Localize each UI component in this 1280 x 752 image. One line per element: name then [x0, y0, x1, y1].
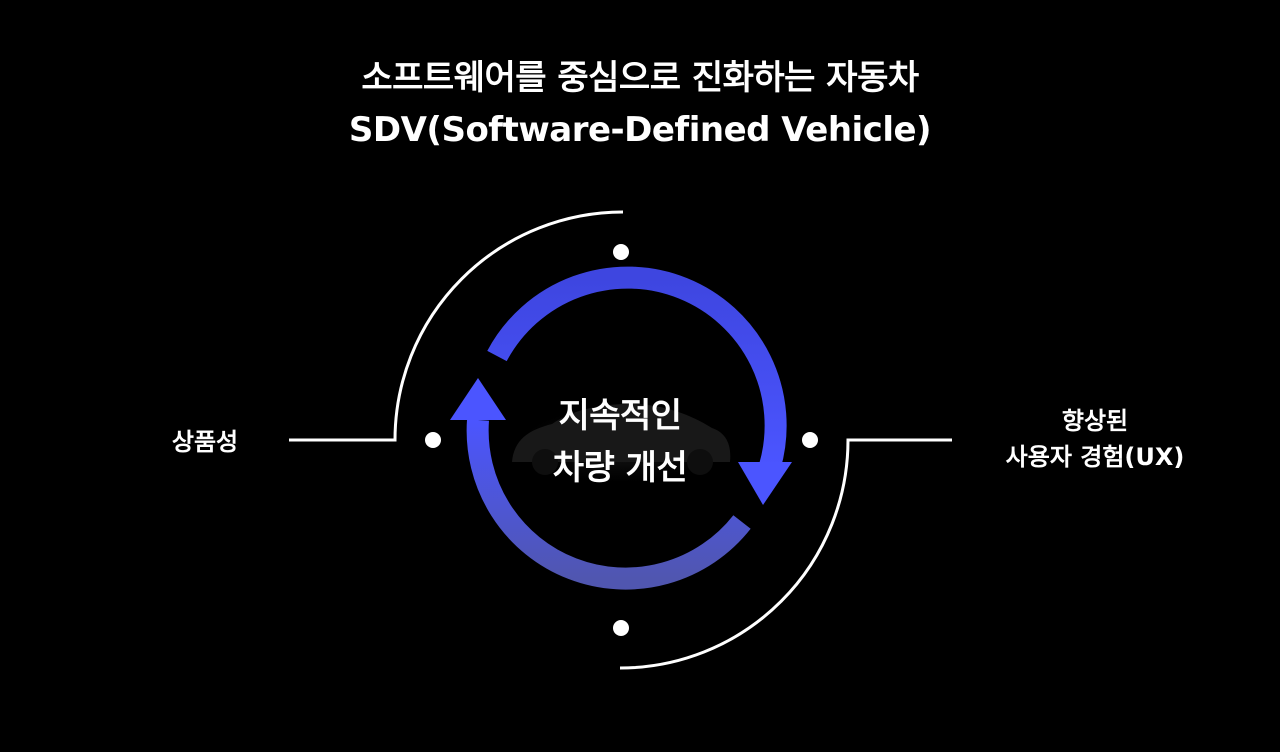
title-line-2: SDV(Software-Defined Vehicle) [348, 110, 932, 150]
outer-arc-right [619, 438, 952, 670]
diagram-title: 소프트웨어를 중심으로 진화하는 자동차 SDV(Software-Define… [0, 52, 1280, 156]
node-dot-bottom [613, 620, 629, 636]
center-label: 지속적인 차량 개선 [500, 390, 740, 494]
node-dot-left [425, 432, 441, 448]
outer-arc-left [289, 210, 624, 442]
car-silhouette-icon [500, 400, 740, 490]
title-line-1: 소프트웨어를 중심으로 진화하는 자동차 [361, 58, 919, 98]
center-line-2: 차량 개선 [552, 448, 688, 488]
cycle-arrow-right [487, 266, 792, 505]
right-node-line-1: 향상된 [1061, 407, 1129, 435]
left-node-text: 상품성 [171, 428, 239, 456]
node-dot-right [802, 432, 818, 448]
center-line-1: 지속적인 [558, 396, 682, 436]
node-dot-top [613, 244, 629, 260]
right-node-line-2: 사용자 경험(UX) [1005, 443, 1185, 471]
right-node-label: 향상된 사용자 경험(UX) [960, 403, 1230, 475]
cycle-arrow-left [450, 378, 751, 590]
left-node-label: 상품성 [130, 424, 280, 460]
